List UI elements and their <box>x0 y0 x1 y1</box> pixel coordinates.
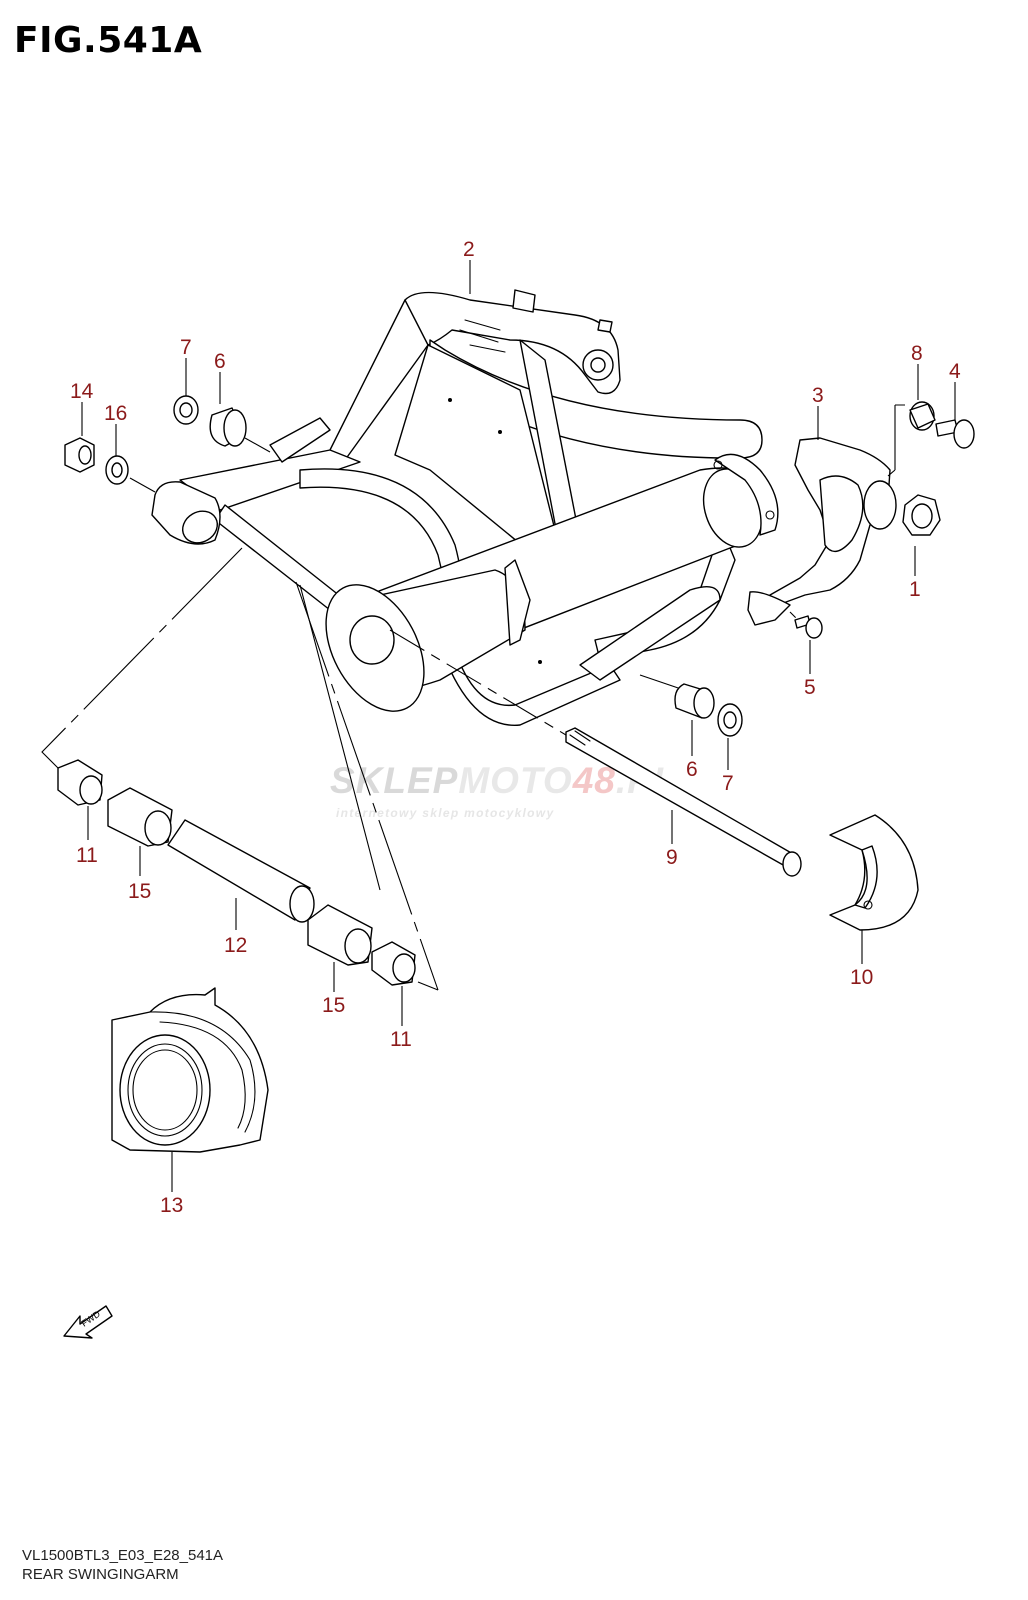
callout-6-upper[interactable]: 6 <box>214 350 226 373</box>
leader-lines <box>41 260 956 1192</box>
collar-part-11-right[interactable] <box>371 941 416 986</box>
washer-part-7-lower[interactable] <box>717 703 743 737</box>
callout-3[interactable]: 3 <box>812 384 824 407</box>
bearing-part-15-right[interactable] <box>307 904 373 966</box>
callout-6-lower[interactable]: 6 <box>686 758 698 781</box>
cap-part-8[interactable] <box>909 401 936 431</box>
callout-8[interactable]: 8 <box>911 342 923 365</box>
callout-13[interactable]: 13 <box>160 1194 183 1217</box>
callout-15-right[interactable]: 15 <box>322 994 345 1017</box>
callout-11-right[interactable]: 11 <box>390 1028 412 1051</box>
boot-part-13[interactable] <box>111 987 269 1153</box>
pivot-shaft-part-9[interactable] <box>565 727 802 877</box>
washer-part-16[interactable] <box>105 455 129 485</box>
nut-part-1[interactable] <box>902 494 941 536</box>
bearing-part-6-upper[interactable] <box>209 407 247 447</box>
bearing-part-6-lower[interactable] <box>674 683 715 719</box>
model-code: VL1500BTL3_E03_E28_541A <box>22 1547 224 1564</box>
callouts: 2 7 6 14 16 3 8 4 1 5 6 7 9 10 11 15 12 … <box>70 238 961 1217</box>
collar-part-11-left[interactable] <box>57 759 103 806</box>
callout-10[interactable]: 10 <box>850 966 873 989</box>
screw-part-5[interactable] <box>794 615 823 639</box>
callout-4[interactable]: 4 <box>949 360 961 383</box>
callout-11-left[interactable]: 11 <box>76 844 98 867</box>
washer-part-7-upper[interactable] <box>173 395 199 425</box>
cover-part-10[interactable] <box>829 814 919 931</box>
callout-7-upper[interactable]: 7 <box>180 336 192 359</box>
figure-title: FIG.541A <box>14 20 203 61</box>
callout-5[interactable]: 5 <box>804 676 816 699</box>
nut-part-14[interactable] <box>64 437 95 473</box>
callout-9[interactable]: 9 <box>666 846 678 869</box>
callout-7-lower[interactable]: 7 <box>722 772 734 795</box>
swingarm-frame[interactable] <box>151 289 779 728</box>
callout-1[interactable]: 1 <box>909 578 921 601</box>
spacer-part-12[interactable] <box>167 819 315 923</box>
callout-16[interactable]: 16 <box>104 402 127 425</box>
callout-12[interactable]: 12 <box>224 934 247 957</box>
callout-2[interactable]: 2 <box>463 238 475 261</box>
callout-15-left[interactable]: 15 <box>128 880 151 903</box>
figure-caption: REAR SWINGINGARM <box>22 1566 179 1583</box>
forward-direction-arrow: FWD <box>63 1305 113 1339</box>
callout-14[interactable]: 14 <box>70 380 94 403</box>
watermark-tagline: internetowy sklep motocyklowy <box>336 806 555 820</box>
bearing-part-15-left[interactable] <box>107 787 173 847</box>
bolt-part-4[interactable] <box>935 419 975 449</box>
bracket-part-3[interactable] <box>747 437 897 626</box>
